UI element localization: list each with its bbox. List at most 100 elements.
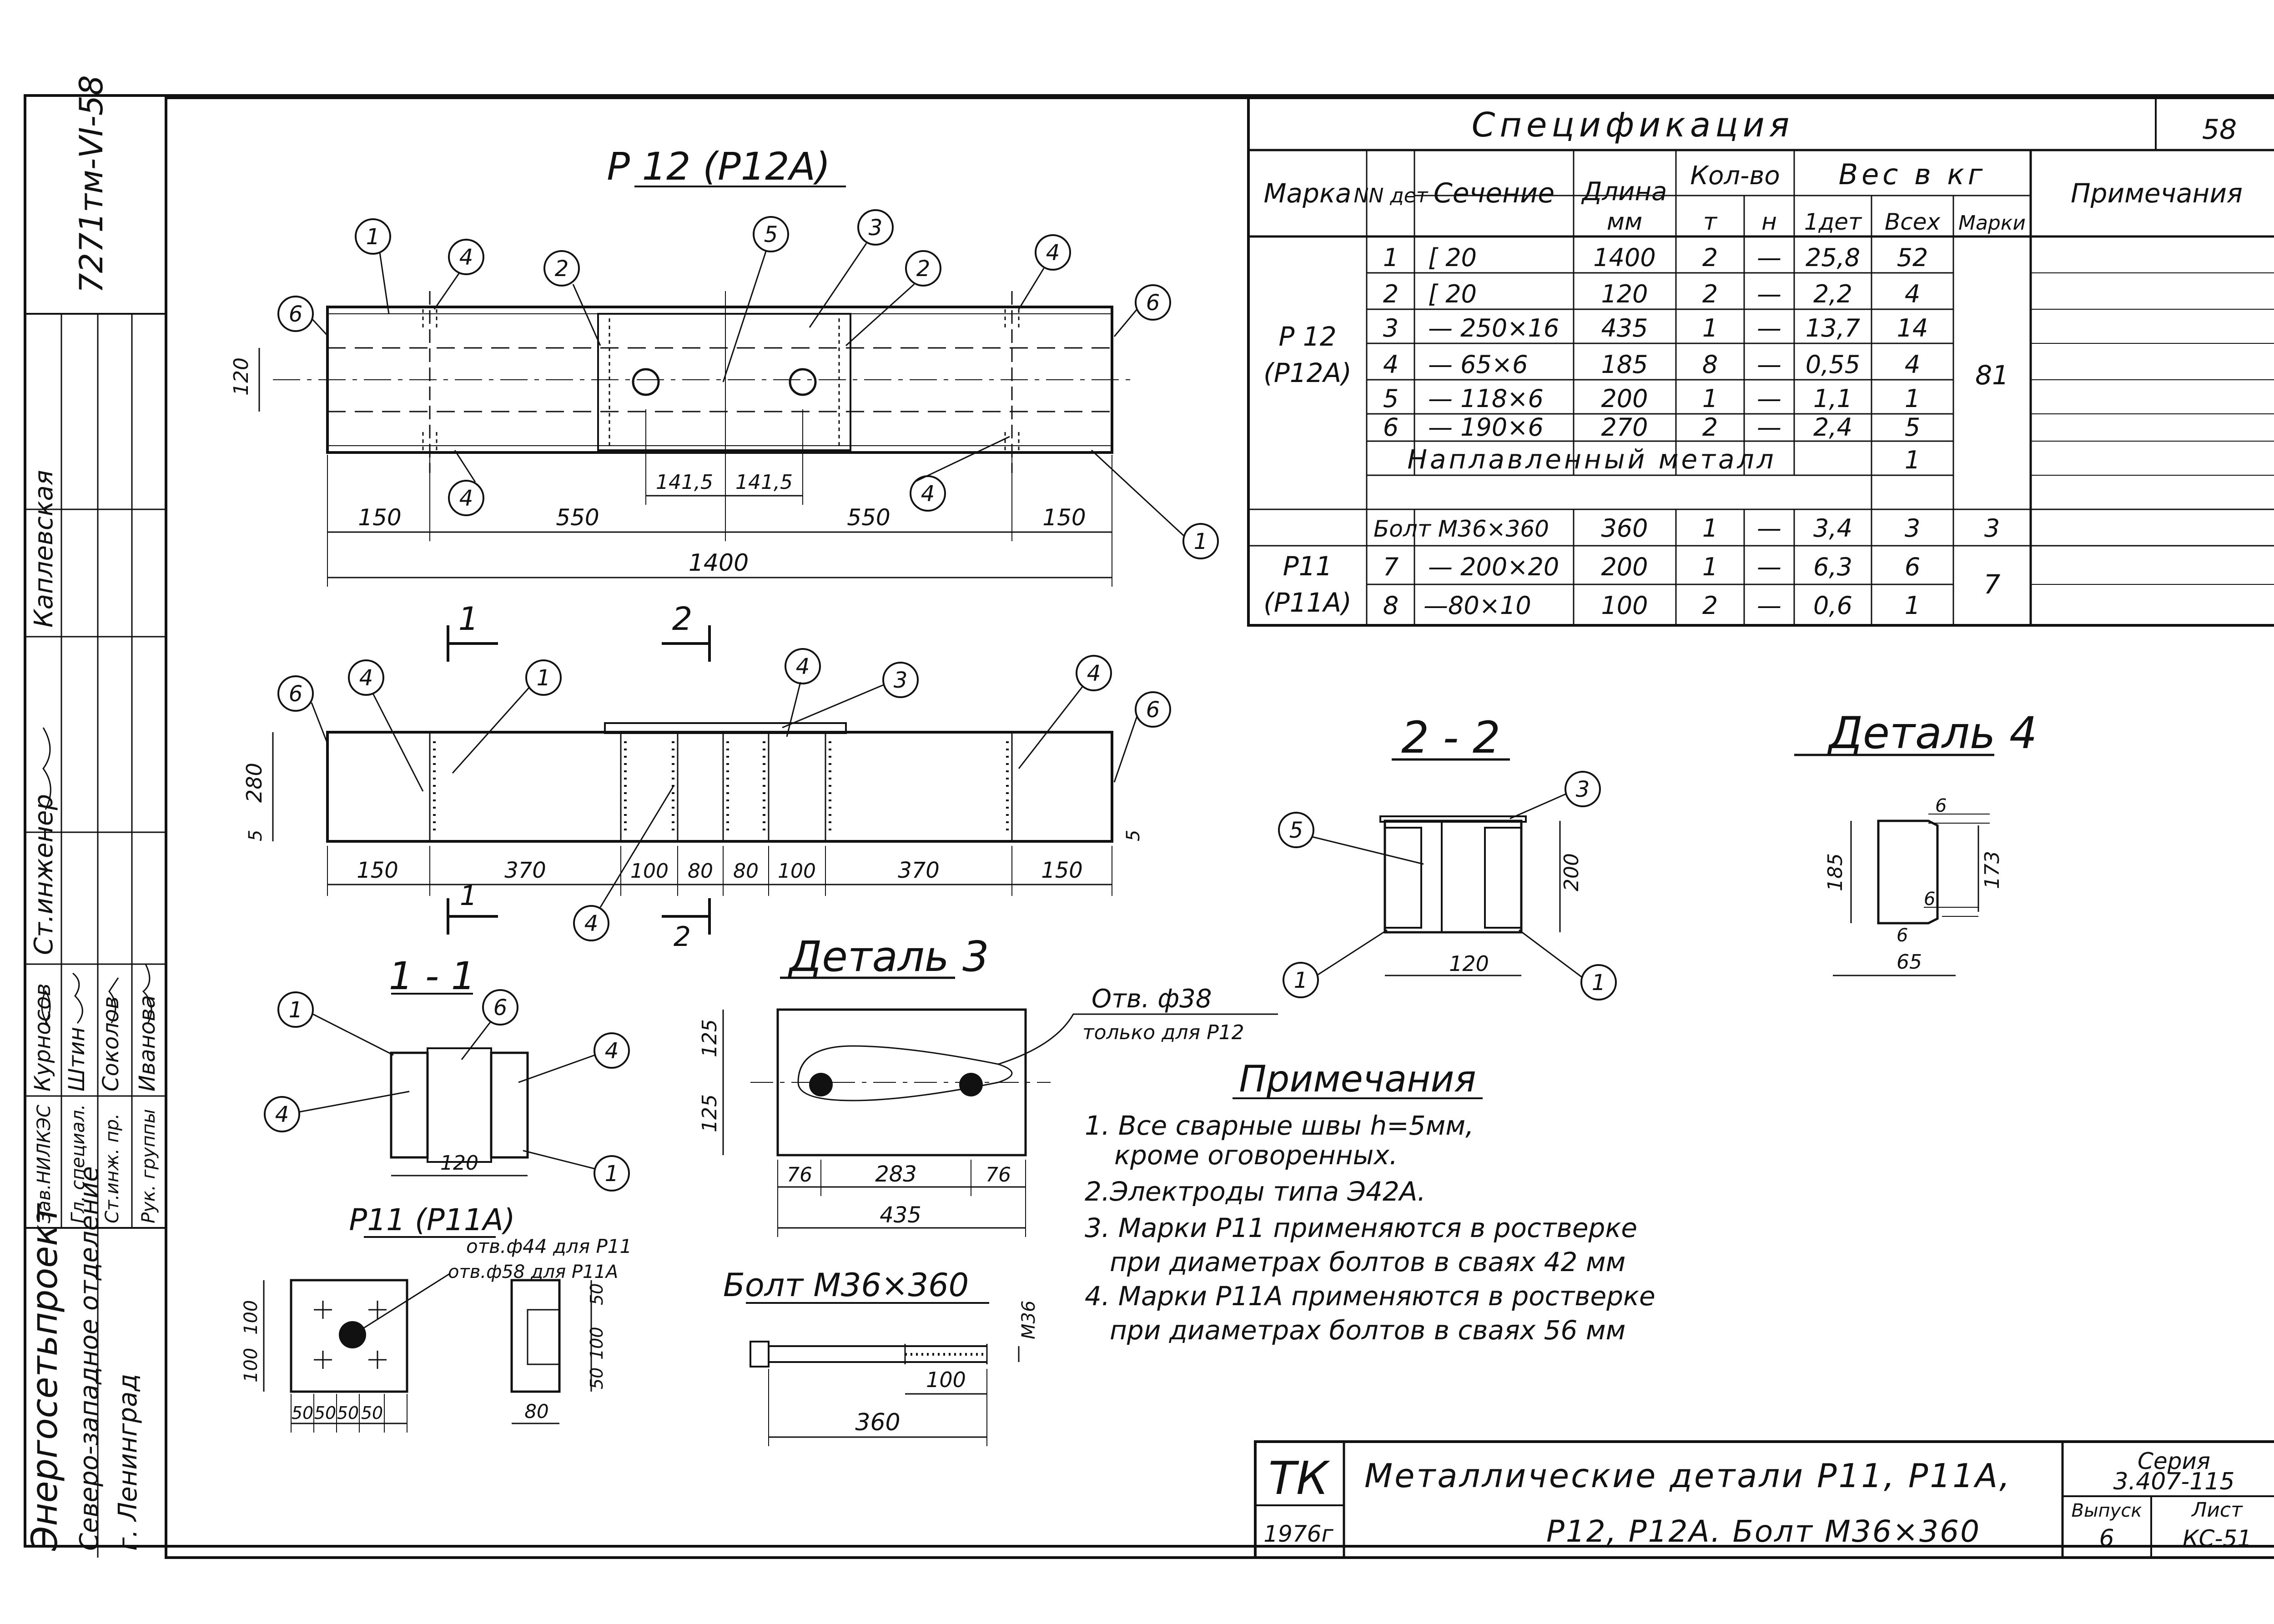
cell-no: 7 bbox=[1383, 553, 1399, 581]
org-division: Северо-западное отделение bbox=[75, 1166, 104, 1551]
cell-no: 6 bbox=[1383, 413, 1399, 442]
callout-label: 4 bbox=[921, 481, 935, 507]
det3-dim-283: 283 bbox=[875, 1161, 917, 1187]
cell-no: 8 bbox=[1383, 591, 1399, 620]
p11-dim-50a: 50 bbox=[292, 1403, 313, 1423]
callout-bubbles: 1 4 6 2 5 3 2 4 6 4 4 1 bbox=[277, 209, 1219, 559]
spec-header-w-one: 1дет bbox=[1804, 209, 1862, 235]
tb-issue-label: Выпуск bbox=[2072, 1500, 2142, 1521]
section-22-callouts: 3 5 1 1 bbox=[1278, 771, 1617, 1001]
callout-label: 3 bbox=[1576, 777, 1590, 802]
cell-t: 2 bbox=[1702, 413, 1718, 442]
callout-label: 4 bbox=[605, 1038, 619, 1064]
cell-n: — bbox=[1757, 384, 1781, 413]
cell-no: 3 bbox=[1383, 314, 1399, 342]
cell-t: 1 bbox=[1702, 384, 1718, 413]
cell-section: [ 20 bbox=[1428, 243, 1477, 272]
cell-section: — 190×6 bbox=[1428, 413, 1544, 442]
signature-4 bbox=[142, 964, 152, 1024]
det3-dim-125b: 125 bbox=[698, 1094, 721, 1132]
cell-wall: 1 bbox=[1905, 591, 1920, 620]
callout-label: 4 bbox=[1087, 661, 1101, 686]
callout-label: 1 bbox=[289, 997, 303, 1023]
spec-header-detno: NN дет bbox=[1354, 184, 1429, 207]
p11-dim-50e: 50 bbox=[587, 1283, 607, 1305]
p11-dim-100c: 100 bbox=[587, 1327, 607, 1360]
notes-title: Примечания bbox=[1239, 1058, 1476, 1100]
note-line: кроме оговоренных. bbox=[1114, 1140, 1398, 1171]
sheet-number: 58 bbox=[2202, 114, 2237, 146]
cell-t: 2 bbox=[1702, 243, 1718, 272]
cell-n: — bbox=[1757, 314, 1781, 342]
note-line: при диаметрах болтов в сваях 56 мм bbox=[1110, 1315, 1625, 1346]
signature-2 bbox=[72, 972, 83, 1024]
cell-w1: 6,3 bbox=[1813, 553, 1852, 581]
spec-group1-mark: Р 12 bbox=[1278, 321, 1336, 352]
p11-hole-note-2: отв.ф58 для Р11А bbox=[448, 1262, 618, 1282]
tb-code: ТК bbox=[1268, 1452, 1330, 1505]
dim-label: 550 bbox=[847, 504, 890, 531]
cell-n: — bbox=[1757, 591, 1781, 620]
dim-label: 150 bbox=[358, 504, 401, 531]
cell-t: 1 bbox=[1702, 553, 1718, 581]
callout-label: 1 bbox=[1294, 968, 1308, 993]
callout-label: 4 bbox=[275, 1102, 289, 1127]
dim-label: 141,5 bbox=[656, 471, 713, 494]
section-11-title: 1 - 1 bbox=[389, 954, 476, 998]
stamp-name-5: Каплевская bbox=[29, 470, 59, 628]
cell-length: 120 bbox=[1601, 280, 1648, 308]
cell-n: — bbox=[1757, 243, 1781, 272]
cut-1-top: 1 bbox=[458, 600, 479, 638]
callout-label: 6 bbox=[1146, 697, 1160, 723]
spec-row: 8 —80×10 100 2 — 0,6 1 bbox=[1383, 591, 1920, 620]
spec-table: Спецификация 58 Марка NN дет Сечение Дли… bbox=[1247, 96, 2274, 627]
spec-header-section: Сечение bbox=[1434, 177, 1555, 209]
p11-dim-50d: 50 bbox=[361, 1403, 383, 1423]
left-stamp: 7271тм-VI-58 Каплевская Ст.инженер Курно… bbox=[25, 75, 166, 1558]
stamp-name-2: Штин bbox=[64, 1027, 90, 1091]
detail4-title: Деталь 4 bbox=[1827, 708, 2037, 759]
side-callouts: 6 4 1 4 3 4 6 4 bbox=[277, 648, 1171, 941]
dim-label: 80 bbox=[733, 860, 759, 883]
cell-section: [ 20 bbox=[1428, 280, 1477, 308]
cell-no: 1 bbox=[1383, 243, 1399, 272]
callout-label: 6 bbox=[289, 681, 303, 707]
spec-group2-mark: Р11 bbox=[1283, 551, 1333, 582]
section-11-dim: 120 bbox=[440, 1151, 478, 1175]
spec-header-qty: Кол-во bbox=[1690, 161, 1780, 191]
cell-section: —80×10 bbox=[1424, 591, 1531, 620]
cell-wall: 4 bbox=[1905, 350, 1920, 379]
org-name: Энергосетьпроект bbox=[25, 1203, 65, 1551]
cell-t: 2 bbox=[1702, 280, 1718, 308]
spec-header-w-all: Всех bbox=[1885, 209, 1941, 235]
stamp-name-3: Соколов bbox=[98, 996, 124, 1091]
cell-wall: 14 bbox=[1897, 314, 1928, 342]
spec-row: 5 — 118×6 200 1 — 1,1 1 bbox=[1383, 384, 1920, 413]
cell-section: — 200×20 bbox=[1428, 553, 1559, 581]
cut-2-top: 2 bbox=[672, 600, 693, 638]
callout-label: 4 bbox=[1046, 240, 1060, 266]
p12-side-view: 150 370 100 80 80 100 370 150 280 5 5 1 … bbox=[242, 600, 1171, 953]
p11-dim-80: 80 bbox=[524, 1400, 548, 1423]
signature-5 bbox=[42, 727, 51, 810]
det4-dim-173: 173 bbox=[1981, 851, 2004, 889]
outer-frame bbox=[24, 94, 2274, 1548]
cell-no: 4 bbox=[1383, 350, 1399, 379]
callout-label: 4 bbox=[584, 911, 599, 936]
dim-label: 5 bbox=[245, 830, 266, 841]
spec-row: 3 — 250×16 435 1 — 13,7 14 bbox=[1383, 314, 1928, 342]
callout-label: 6 bbox=[289, 302, 303, 327]
spec-row: 4 — 65×6 185 8 — 0,55 4 bbox=[1383, 350, 1920, 379]
note-line: 2.Электроды типа Э42А. bbox=[1085, 1176, 1426, 1207]
org-city: г. Ленинград bbox=[113, 1374, 143, 1551]
spec-title: Спецификация bbox=[1472, 106, 1794, 145]
dim-label: 550 bbox=[556, 504, 599, 531]
det4-dim-185: 185 bbox=[1824, 853, 1847, 891]
tb-series: 3.407-115 bbox=[2113, 1468, 2235, 1495]
note-line: 1. Все сварные швы h=5мм, bbox=[1085, 1110, 1474, 1141]
dim-label: 150 bbox=[357, 858, 398, 883]
hole-note: Отв. ф38 bbox=[1092, 984, 1212, 1014]
callout-label: 6 bbox=[493, 995, 508, 1021]
spec-header-w-mark: Марки bbox=[1958, 211, 2026, 235]
detail-3: Деталь 3 Отв. ф38 только для Р12 125 125… bbox=[698, 932, 1278, 1237]
